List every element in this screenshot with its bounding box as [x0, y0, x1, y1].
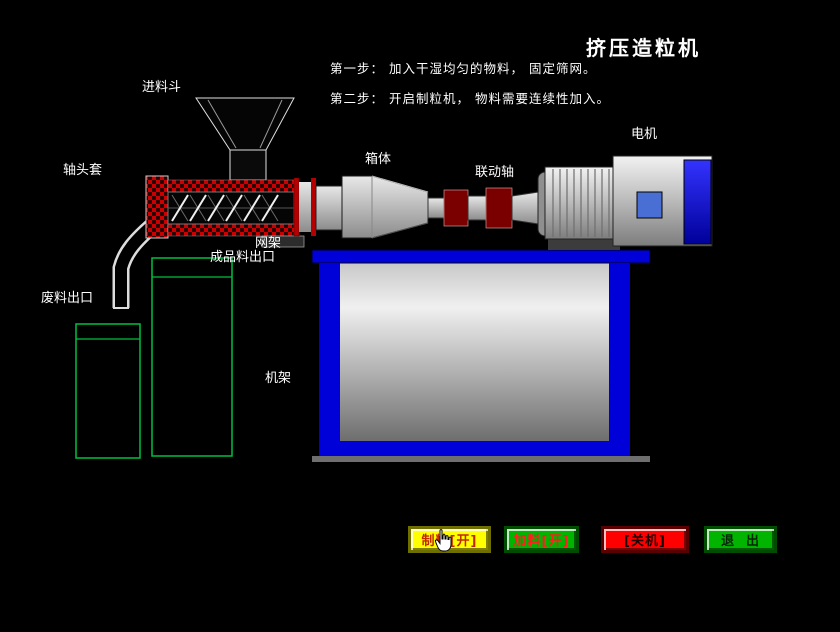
linkage-shaft — [427, 187, 546, 229]
label-box-body: 箱体 — [365, 152, 392, 167]
motor — [537, 155, 713, 250]
label-waste-outlet: 废料出口 — [41, 291, 94, 306]
label-linkage-shaft: 联动轴 — [475, 165, 515, 180]
label-product-outlet: 成品料出口 — [210, 250, 276, 265]
hand-cursor-icon — [434, 529, 452, 552]
product-outlet-bin — [151, 257, 233, 457]
extruder-barrel — [145, 175, 295, 239]
label-machine-frame: 机架 — [265, 371, 292, 386]
exit-button[interactable]: 退 出 — [704, 526, 777, 553]
label-feed-hopper: 进料斗 — [142, 80, 182, 95]
machine-frame — [311, 249, 651, 462]
mesh-frame — [261, 235, 305, 248]
instruction-step-1: 第一步： 加入干湿均匀的物料， 固定筛网。 — [330, 61, 597, 76]
label-motor: 电机 — [631, 127, 658, 142]
label-mesh-frame: 网架 — [255, 236, 282, 251]
waste-outlet-bin — [75, 323, 141, 459]
label-shaft-sleeve: 轴头套 — [63, 163, 103, 178]
instruction-step-2: 第二步： 开启制粒机， 物料需要连续性加入。 — [330, 91, 610, 106]
feed-toggle-button[interactable]: 加料[开] — [504, 526, 579, 553]
feed-hopper — [195, 97, 295, 181]
shutdown-button[interactable]: [关机] — [601, 526, 689, 553]
page-title: 挤压造粒机 — [586, 36, 701, 60]
box-body — [293, 175, 429, 239]
